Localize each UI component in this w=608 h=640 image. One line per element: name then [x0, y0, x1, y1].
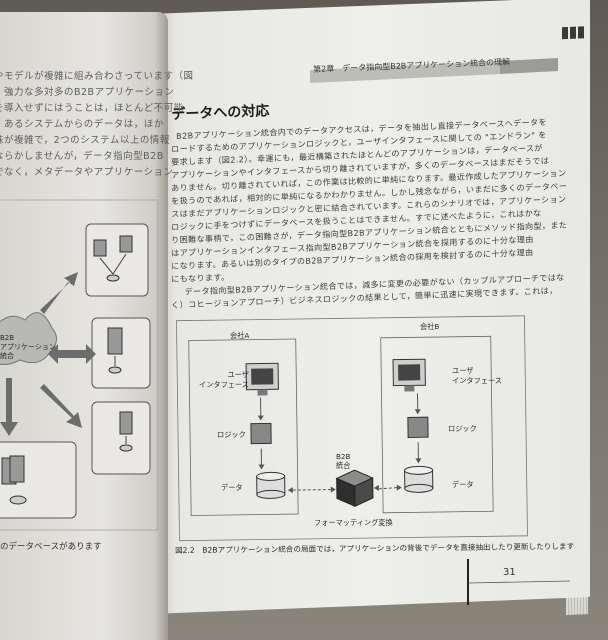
left-text-line: を導入せずにはうことは，ほとんど不可能	[0, 103, 184, 114]
logic-label-a: ロジック	[217, 430, 246, 439]
monitor-icon-b	[392, 358, 426, 392]
hub-label: B2B 統合	[336, 452, 351, 470]
left-text-line: やモデルが複雑に組み合わさっています（図	[0, 71, 194, 82]
logic-chip-icon-a	[250, 422, 272, 445]
company-b-label: 会社B	[420, 322, 440, 331]
left-diagram	[0, 199, 159, 531]
left-text-line: ならかしませんが，データ指向型B2B	[0, 151, 164, 162]
cloud-label: B2B アプリケーション 統合	[0, 334, 56, 360]
left-text-line: ，強力な多対多のB2Bアプリケーション	[0, 87, 175, 98]
section-title: データへの対応	[171, 103, 270, 123]
left-text-line: でなく，メタデータやアプリケーション	[0, 167, 174, 178]
logic-chip-icon-b	[407, 416, 429, 438]
data-label-a: データ	[221, 483, 243, 492]
monitor-icon-a	[245, 362, 279, 396]
b2b-hub-cube-icon	[335, 469, 374, 507]
left-page: やモデルが複雑に組み合わさっています（図 ，強力な多対多のB2Bアプリケーション…	[0, 12, 193, 640]
database-icon-a	[256, 471, 286, 499]
logic-label-b: ロジック	[448, 424, 477, 433]
ui-label-a: ユーザ インタフェース	[199, 370, 249, 389]
page-number: 31	[503, 567, 516, 578]
data-label-b: データ	[452, 480, 474, 489]
ui-label-b: ユーザ インタフェース	[452, 366, 502, 385]
figure-2-2-diagram	[176, 315, 528, 542]
footer-graphic	[467, 559, 571, 605]
header-bar-graphic	[310, 26, 584, 83]
company-a-label: 会社A	[230, 331, 250, 340]
database-icon-b	[404, 465, 434, 493]
format-label: フォーマッティング変換	[314, 518, 393, 527]
left-text-line: 味が複雑で，2つのシステム以上の情報	[0, 135, 170, 146]
body-line: にもなります。	[171, 271, 230, 284]
left-bottom-caption: のデータベースがあります	[0, 542, 102, 552]
left-text-line: 。あるシステムからのデータは，ほか	[0, 119, 164, 130]
